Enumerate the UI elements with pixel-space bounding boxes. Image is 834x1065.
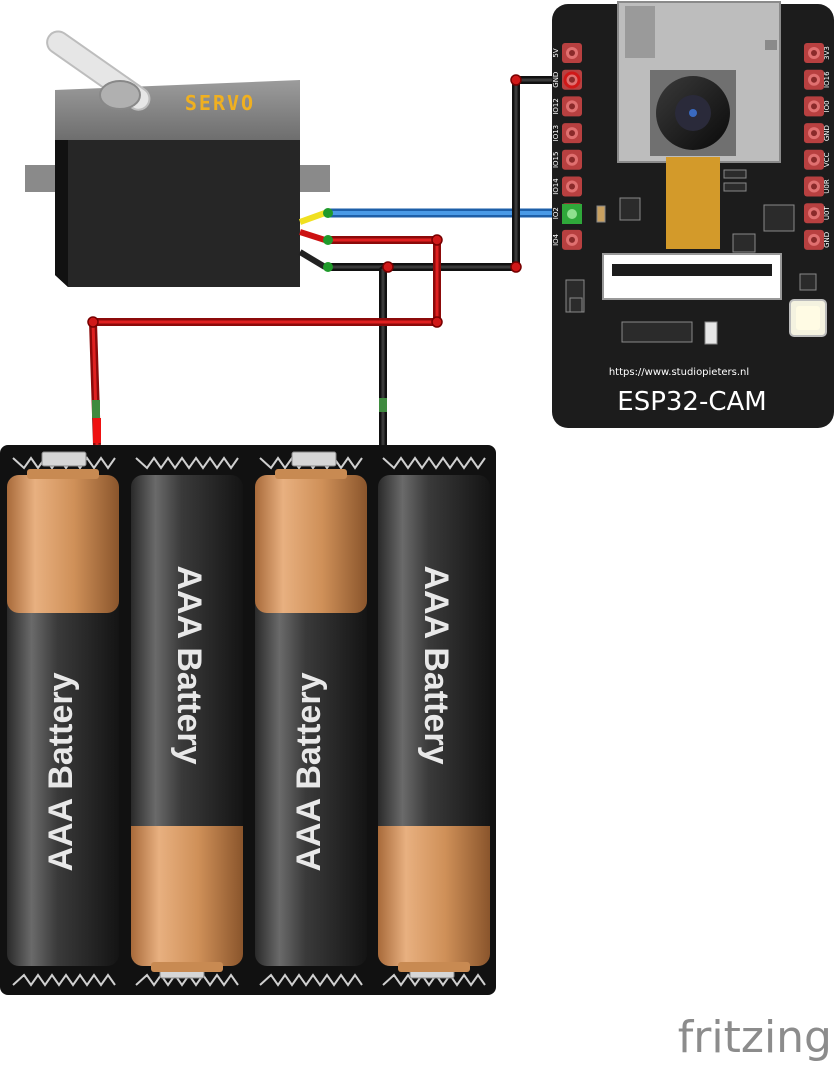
battery-label: AAA Battery [417,565,455,764]
pin-label: IO15 [552,152,560,168]
pin-left-io15[interactable]: IO15 [552,149,582,170]
pin-right-vcc[interactable]: VCC [804,149,831,170]
pin-right-u0r[interactable]: U0R [804,176,831,197]
gnd-pin-connection [563,71,581,89]
servo-mount-tab-left [25,165,55,192]
pin-label: IO16 [823,71,831,88]
pin-label: GND [823,232,831,248]
battery-holder [0,445,496,995]
smd-components [565,169,817,345]
fritzing-watermark: fritzing [678,1012,832,1063]
pin-right-u0t[interactable]: U0T [804,203,831,224]
servo-body [55,140,300,287]
servo-label: SERVO [185,91,255,115]
pin-left-io12[interactable]: IO12 [552,96,582,117]
servo-horn-hub [99,80,141,110]
pin-left-io13[interactable]: IO13 [552,123,582,144]
esp32-url: https://www.studiopieters.nl [609,367,749,378]
aaa-battery-3: AAA Battery [255,469,367,966]
battery-label: AAA Battery [170,565,208,764]
pin-label: IO4 [552,233,560,246]
pin-left-io4[interactable]: IO4 [552,229,582,250]
pin-left-io14[interactable]: IO14 [552,176,582,197]
pin-label: IO14 [552,178,560,195]
pin-right-io16[interactable]: IO16 [804,69,831,90]
pin-right-io0[interactable]: IO0 [804,96,831,117]
pin-right-gnd[interactable]: GND [804,229,831,250]
pin-right-3v3[interactable]: 3V3 [804,43,831,63]
aaa-battery-1: AAA Battery [7,469,119,966]
servo-top-cap [55,80,300,140]
aaa-battery-4: AAA Battery [378,475,490,972]
pin-label: IO0 [823,100,831,112]
pin-label: IO12 [552,98,560,114]
pin-label: GND [552,72,560,88]
pin-left-5v[interactable]: 5V [552,43,582,63]
camera-ribbon [666,157,720,249]
wires [87,74,577,446]
servo-mount-tab-right [298,165,330,192]
pin-label: GND [823,125,831,141]
pin-label: U0T [823,206,831,221]
camera-module [650,70,736,249]
pin-label: IO2 [552,207,560,219]
pin-label: IO13 [552,125,560,141]
pin-label: VCC [823,152,831,167]
battery-label: AAA Battery [42,672,80,871]
esp32-name: ESP32-CAM [617,387,766,417]
pin-right-gnd[interactable]: GND [804,123,831,144]
camera-connector [602,253,782,300]
pin-label: 3V3 [823,46,831,60]
battery-label: AAA Battery [290,672,328,871]
pin-label: U0R [823,179,831,194]
servo-leads [298,210,327,270]
servo-body-side [55,140,68,287]
servo-motor[interactable]: SERVO [25,27,330,287]
esp32-cam-board[interactable]: https://www.studiopieters.nl ESP32-CAM 5… [552,1,834,428]
aaa-battery-2: AAA Battery [131,475,243,972]
pin-label: 5V [552,48,560,57]
